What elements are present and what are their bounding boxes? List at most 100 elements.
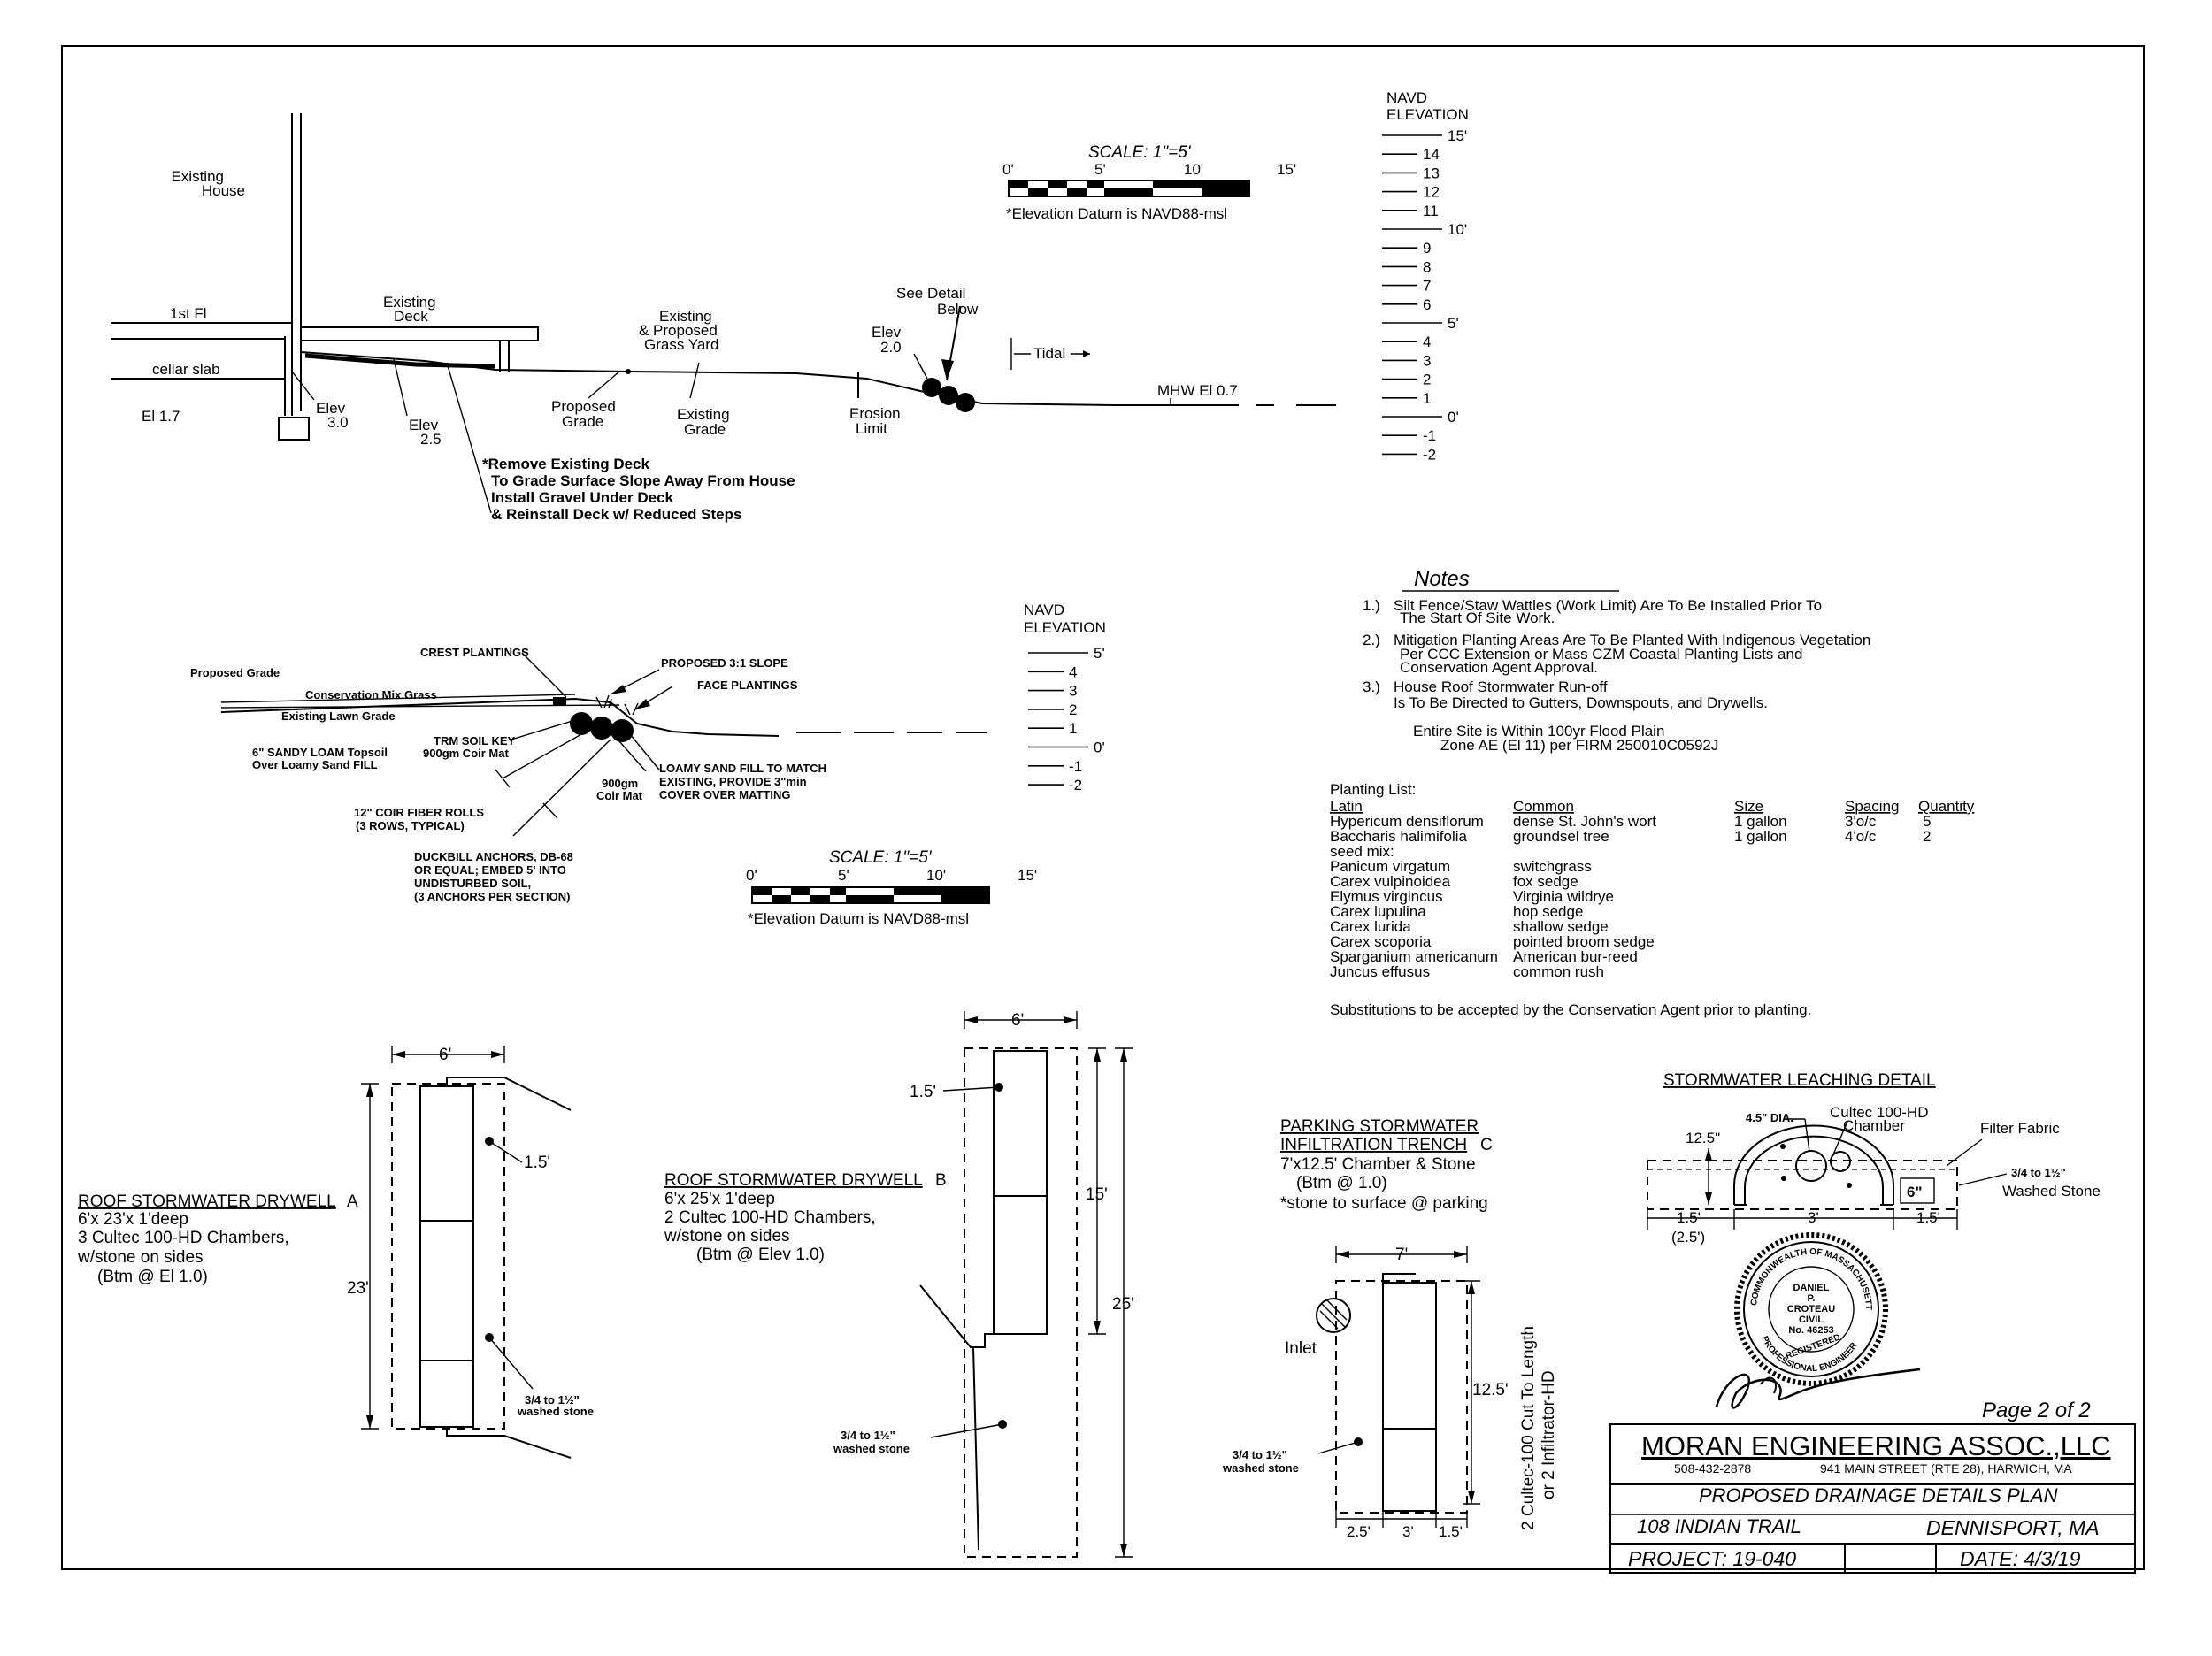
label-mhw: MHW El 0.7 <box>1157 382 1238 399</box>
navd-mid-title-2: ELEVATION <box>1024 619 1106 636</box>
note-2-line-3: Conservation Agent Approval. <box>1400 659 1598 676</box>
navd-tick-label: 4 <box>1069 663 1077 680</box>
scale-bar-mid: SCALE: 1"=5' 0' 5' 10' 15' *Elevation Da… <box>746 848 1037 927</box>
infiltration-trench-c: PARKING STORMWATER INFILTRATION TRENCH C… <box>1222 1117 1558 1540</box>
planting-cell: pointed broom sedge <box>1513 933 1655 950</box>
detail-topsoil-2: Over Loamy Sand FILL <box>252 758 378 771</box>
navd-elevation-top: NAVD ELEVATION 15'1413121110'98765'43210… <box>1382 89 1469 463</box>
navd-tick-label: 12 <box>1423 184 1440 201</box>
navd-tick-label: 9 <box>1423 240 1431 257</box>
detail-topsoil-1: 6" SANDY LOAM Topsoil <box>252 746 388 759</box>
navd-tick-label: 10' <box>1448 221 1467 238</box>
planting-cell: 3'o/c <box>1845 813 1877 830</box>
top-section-labels: Existing House 1st Fl cellar slab El 1.7… <box>142 168 1238 523</box>
trench-c-bottom-1: 2.5' <box>1347 1523 1371 1540</box>
planting-cell: American bur-reed <box>1513 948 1638 965</box>
scale-bar-top: SCALE: 1"=5' 0' 5' 10' 15' *Elevation Da… <box>1002 143 1296 222</box>
planting-substitutions: Substitutions to be accepted by the Cons… <box>1330 1001 1811 1018</box>
trench-c-title-2: INFILTRATION TRENCH <box>1280 1136 1467 1154</box>
navd-mid-title-1: NAVD <box>1024 602 1064 618</box>
planting-cell: 2 <box>1923 828 1931 845</box>
flood-line-1: Entire Site is Within 100yr Flood Plain <box>1413 723 1664 740</box>
drywell-b-line-3: w/stone on sides <box>664 1227 790 1246</box>
label-existing-house-2: House <box>202 182 245 199</box>
scale-mid-tick-2: 10' <box>926 867 946 884</box>
drywell-b-depth: 1.5' <box>910 1083 936 1101</box>
navd-top-title-1: NAVD <box>1386 89 1427 106</box>
notes-title: Notes <box>1414 567 1470 591</box>
navd-tick-label: -2 <box>1069 777 1082 794</box>
scale-top-title: SCALE: 1"=5' <box>1088 143 1192 162</box>
label-proposed-grade: Proposed <box>551 398 616 415</box>
trench-c-line-2: (Btm @ 1.0) <box>1296 1174 1387 1192</box>
planting-cell: Sparganium americanum <box>1330 948 1498 965</box>
planting-cell: 1 gallon <box>1734 828 1787 845</box>
plan-title: PROPOSED DRAINAGE DETAILS PLAN <box>1699 1484 2058 1506</box>
coir-roll-detail-labels: Proposed Grade CREST PLANTINGS PROPOSED … <box>190 646 826 903</box>
label-elev-20: Elev <box>872 324 902 341</box>
leaching-dim-4: 1.5' <box>1916 1209 1940 1226</box>
label-existing-grade: Existing <box>677 406 730 423</box>
detail-coir-mat-2: Coir Mat <box>596 789 643 802</box>
detail-crest: CREST PLANTINGS <box>420 646 529 659</box>
planting-cell: common rush <box>1513 963 1604 980</box>
navd-tick-label: 5' <box>1448 315 1459 332</box>
drywell-a-width: 6' <box>439 1046 451 1064</box>
drywell-b-width: 6' <box>1011 1011 1024 1030</box>
drywell-b: 6' 15' 25' 1.5' 3/4 to 1½" washed stone … <box>664 1011 1134 1558</box>
flood-line-2: Zone AE (El 11) per FIRM 250010C0592J <box>1440 737 1718 754</box>
planting-header: Spacing <box>1845 798 1899 815</box>
label-existing-house: Existing <box>171 168 224 185</box>
planting-cell: Carex lurida <box>1330 918 1411 935</box>
navd-tick-label: 3 <box>1423 352 1431 369</box>
drywell-a-stone-2: washed stone <box>517 1405 594 1418</box>
drywell-b-stone-1: 3/4 to 1½" <box>841 1429 895 1442</box>
planting-cell: 5 <box>1923 813 1931 830</box>
trench-c-title-1: PARKING STORMWATER <box>1280 1117 1479 1136</box>
page-number: Page 2 of 2 <box>1982 1399 2091 1422</box>
detail-lawn: Existing Lawn Grade <box>281 709 396 723</box>
planting-cell: Elymus virgincus <box>1330 888 1443 905</box>
planting-cell: groundsel tree <box>1513 828 1609 845</box>
navd-tick-label: -1 <box>1069 758 1082 775</box>
firm-address: 941 MAIN STREET (RTE 28), HARWICH, MA <box>1820 1461 2072 1476</box>
planting-cell: fox sedge <box>1513 873 1578 890</box>
label-proposed-grade-2: Grade <box>562 413 603 430</box>
navd-tick-label: 5' <box>1094 645 1105 662</box>
planting-cell: Virginia wildrye <box>1513 888 1614 905</box>
detail-duckbill-3: UNDISTURBED SOIL, <box>414 877 531 890</box>
trench-c-vertical-1: 2 Cultec-100 Cut To Length <box>1519 1326 1538 1530</box>
scale-mid-title: SCALE: 1"=5' <box>829 848 933 867</box>
trench-c-length: 12.5' <box>1472 1381 1509 1399</box>
stormwater-leaching-detail: STORMWATER LEACHING DETAIL 4.5" DIA. Cul… <box>1647 1071 2101 1246</box>
label-erosion-limit-2: Limit <box>856 420 887 437</box>
planting-header: Quantity <box>1918 798 1975 815</box>
top-section-profile <box>111 113 1336 514</box>
leaching-dia: 4.5" DIA. <box>1746 1111 1793 1124</box>
scale-mid-tick-3: 15' <box>1018 867 1037 884</box>
drywell-b-length: 25' <box>1112 1295 1134 1314</box>
label-see-detail: See Detail <box>896 285 965 302</box>
note-1-line-2: The Start Of Site Work. <box>1400 610 1555 626</box>
remove-deck-note-1: *Remove Existing Deck <box>482 456 650 472</box>
detail-loamy-2: EXISTING, PROVIDE 3"min <box>659 775 807 788</box>
notes-block: Notes 1.) Silt Fence/Staw Wattles (Work … <box>1363 567 1870 754</box>
drywell-a-depth: 1.5' <box>524 1154 550 1172</box>
scale-top-tick-0: 0' <box>1002 161 1014 178</box>
label-grass-yard-3: Grass Yard <box>644 336 718 353</box>
scale-top-datum: *Elevation Datum is NAVD88-msl <box>1006 205 1227 222</box>
label-grass-yard-2: & Proposed <box>639 322 718 339</box>
drywell-a-line-2: 3 Cultec 100-HD Chambers, <box>78 1229 289 1247</box>
navd-tick-label: 8 <box>1423 258 1431 275</box>
label-erosion-limit: Erosion <box>849 405 901 422</box>
label-elev-30: Elev <box>316 400 346 417</box>
label-elev-30-2: 3.0 <box>327 414 349 431</box>
site-town: DENNISPORT, MA <box>1926 1516 2100 1539</box>
leaching-dim-2: (2.5') <box>1671 1229 1705 1246</box>
detail-duckbill-2: OR EQUAL; EMBED 5' INTO <box>414 863 566 877</box>
trench-c-line-1: 7'x12.5' Chamber & Stone <box>1280 1155 1476 1174</box>
